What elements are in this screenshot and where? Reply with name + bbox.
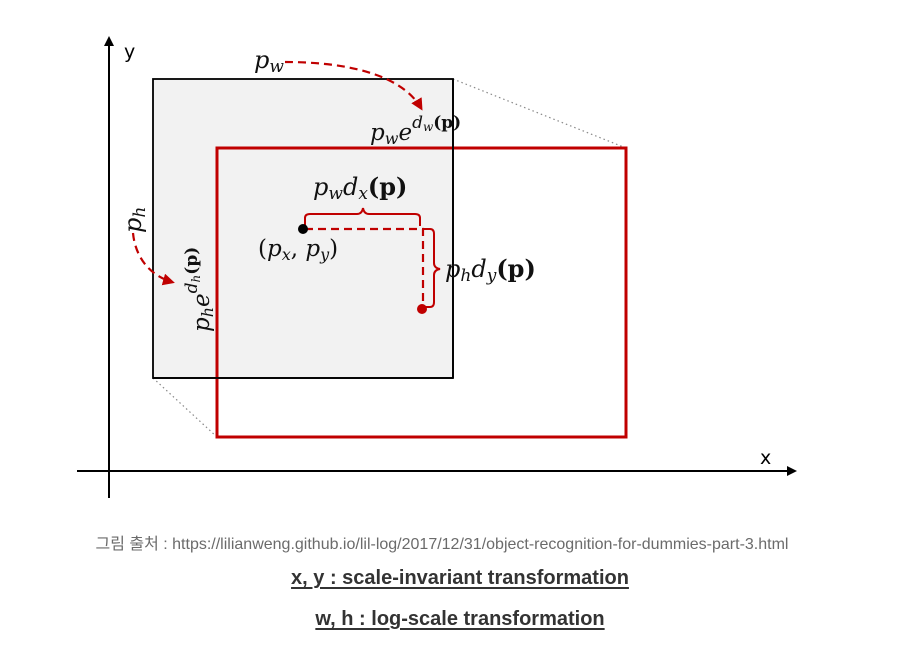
- bounding-box-regression-diagram: y x pw pwedw(p) ph phedh(p) pwdx(p) phdy…: [77, 36, 797, 498]
- vertical-brace: [424, 228, 441, 308]
- label-center-coords: (px, py): [258, 236, 338, 264]
- projection-line-bottom-left: [152, 377, 218, 438]
- image-source-caption: 그림 출처 : https://lilianweng.github.io/lil…: [95, 536, 789, 553]
- label-ph-dy: phdy(p): [445, 254, 536, 286]
- predicted-box: [215, 146, 628, 439]
- caption-wh-transformation: w, h : log-scale transformation: [315, 608, 605, 630]
- label-pw: pw: [254, 46, 284, 77]
- x-axis-label: x: [760, 447, 771, 469]
- height-transform-arrow: [131, 232, 175, 286]
- horizontal-brace: [304, 207, 421, 226]
- projection-lines: [152, 78, 627, 438]
- label-pw-dx: pwdx(p): [313, 172, 407, 204]
- label-ph: ph: [119, 207, 150, 233]
- projection-line-top-right: [452, 78, 627, 149]
- label-pw-exp-dw: pwedw(p): [370, 113, 461, 148]
- y-axis-label: y: [124, 41, 135, 63]
- offset-dashed-path: [305, 227, 425, 308]
- label-ph-exp-dh: phedh(p): [182, 247, 217, 332]
- predicted-center-point: [417, 304, 427, 314]
- caption-xy-transformation: x, y : scale-invariant transformation: [291, 567, 629, 589]
- width-transform-arrow: [284, 60, 423, 111]
- proposal-center-point: [298, 224, 308, 234]
